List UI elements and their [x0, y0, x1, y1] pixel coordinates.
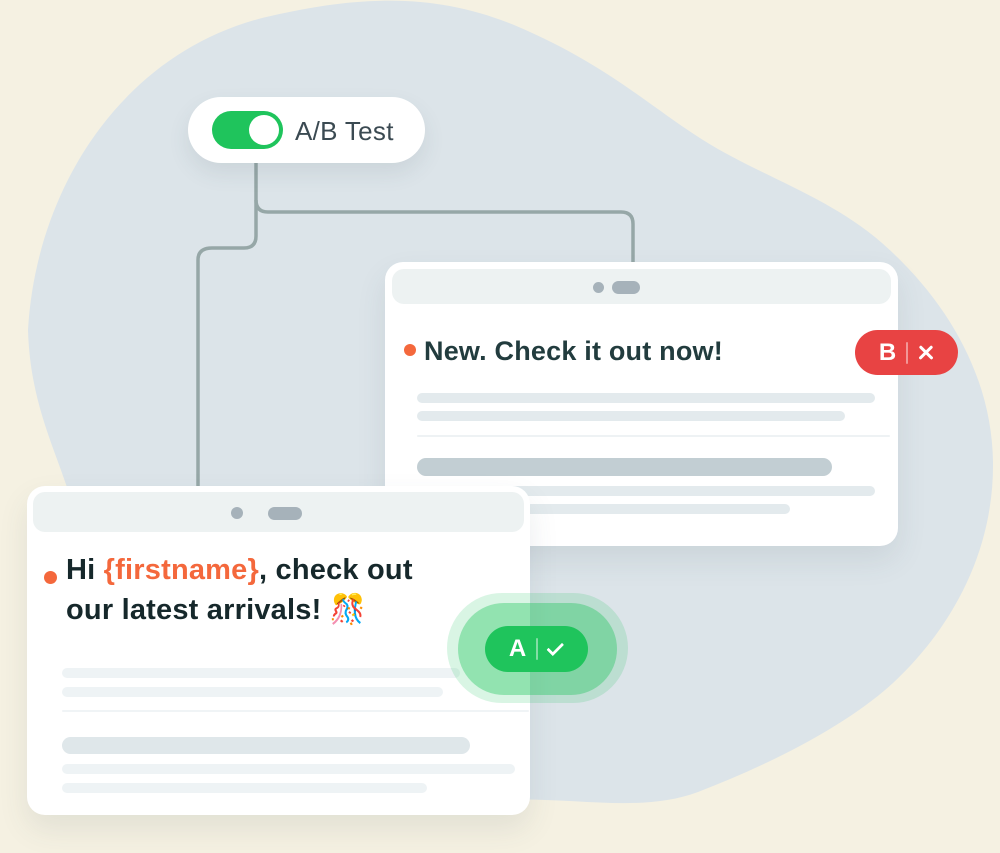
connector-line-left [196, 162, 258, 487]
skeleton-line [417, 504, 790, 514]
skeleton-line [417, 393, 875, 403]
window-pill-icon [268, 507, 302, 520]
bullet-icon [404, 344, 416, 356]
skeleton-line [417, 411, 845, 421]
skeleton-line [417, 458, 832, 476]
headline-suffix: , check out [259, 554, 413, 586]
variant-b-letter: B [878, 338, 897, 366]
window-dot-icon [231, 507, 243, 519]
variant-a-letter: A [508, 635, 527, 662]
variant-b-window-header [392, 269, 891, 304]
skeleton-line [417, 486, 875, 496]
headline-line2: our latest arrivals! [66, 594, 330, 626]
confetti-emoji: 🎊 [329, 594, 367, 626]
check-icon[interactable] [546, 638, 565, 656]
variant-a-card: Hi {firstname}, check out our latest arri… [27, 486, 628, 815]
connector-line-right [254, 199, 635, 263]
toggle-knob[interactable] [249, 115, 279, 145]
bullet-icon [44, 571, 57, 584]
headline-prefix: Hi [66, 554, 104, 586]
skeleton-line [62, 687, 443, 697]
ab-test-toggle-pill: A/B Test [188, 97, 425, 163]
skeleton-line [62, 783, 427, 793]
badge-divider [536, 638, 539, 660]
skeleton-line [62, 737, 470, 754]
window-dot-icon [593, 282, 604, 293]
variant-a-window-header [33, 492, 524, 532]
variant-b-headline: New. Check it out now! [424, 336, 723, 366]
window-pill-icon [612, 281, 640, 294]
ab-test-toggle-label: A/B Test [295, 116, 394, 146]
variant-b-badge[interactable]: B [855, 330, 958, 375]
divider-line [417, 435, 890, 437]
skeleton-line [62, 764, 515, 774]
variant-a-headline: Hi {firstname}, check out our latest arri… [66, 550, 506, 630]
close-icon[interactable] [918, 345, 934, 361]
merge-tag: {firstname} [103, 554, 259, 586]
divider-line [62, 710, 529, 712]
badge-divider [906, 341, 909, 364]
skeleton-line [62, 668, 460, 678]
ab-test-toggle-switch[interactable] [212, 111, 283, 149]
variant-a-badge[interactable]: A [485, 626, 588, 672]
